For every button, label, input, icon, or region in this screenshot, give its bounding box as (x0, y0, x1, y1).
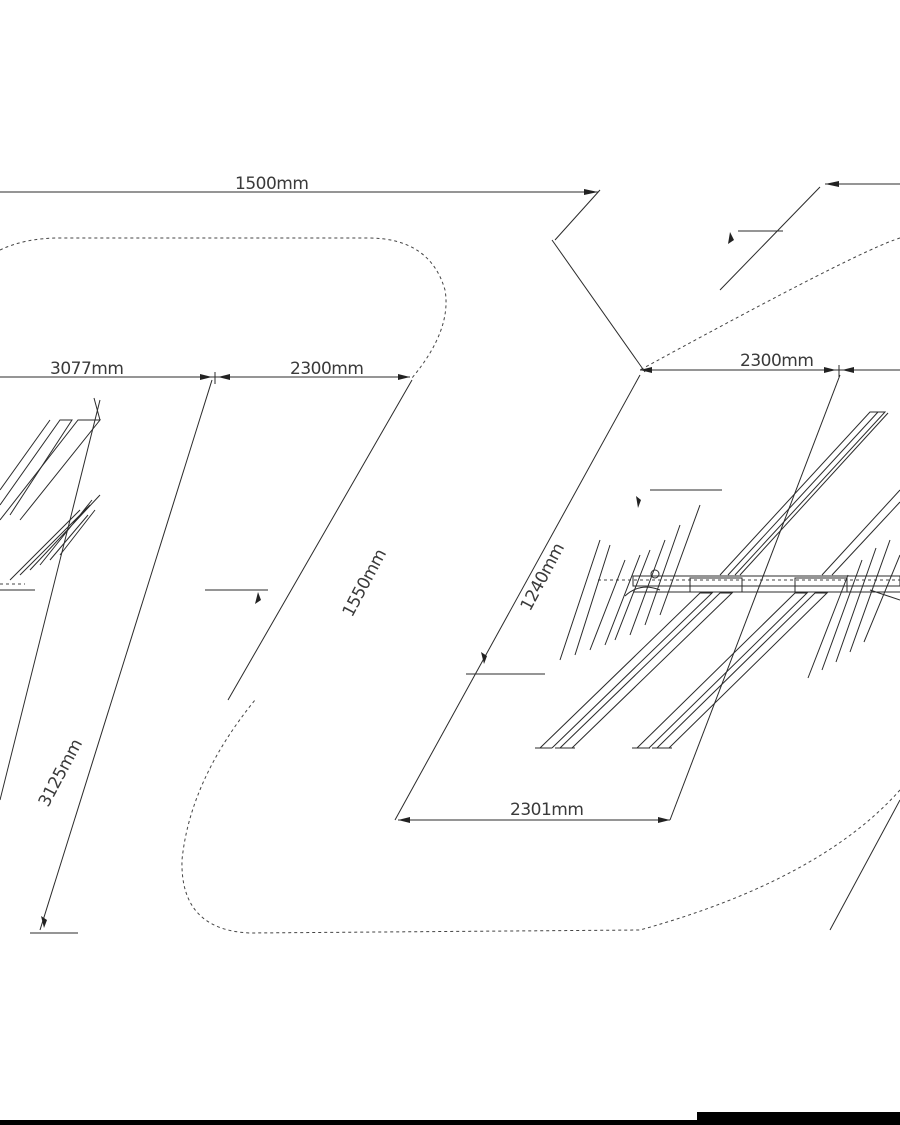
top-right-leader (719, 181, 900, 291)
bottom-bar (0, 1120, 900, 1125)
left-segment-label: 3077mm (50, 359, 123, 379)
bottom-span-label: 2301mm (510, 800, 583, 820)
upper-legs (719, 411, 900, 576)
bottom-right-block (697, 1112, 900, 1125)
right-height-dimension: 1240mm (466, 489, 722, 675)
left-outline (0, 237, 447, 379)
left-height-label: 3125mm (35, 736, 87, 810)
overall-width-label: 1500mm (235, 174, 308, 194)
lower-legs (535, 592, 829, 749)
right-top-segment-label: 2300mm (740, 351, 813, 371)
left-height-dimension: 3125mm (0, 589, 87, 934)
right-outline (181, 237, 900, 934)
middle-segment-label: 2300mm (290, 359, 363, 379)
left-horizontal-dimension: 3077mm 2300mm (0, 359, 410, 384)
right-top-dimension: 2300mm (640, 351, 900, 377)
left-frame (0, 397, 102, 585)
center-height-dimension: 1550mm (205, 546, 391, 620)
right-frame-hatching (559, 504, 900, 679)
overall-width-dimension: 1500mm (0, 174, 601, 241)
projection-lines (0, 239, 900, 931)
horizontal-beam (598, 569, 900, 601)
center-height-label: 1550mm (339, 546, 391, 620)
bottom-span-dimension: 2301mm (398, 800, 670, 823)
